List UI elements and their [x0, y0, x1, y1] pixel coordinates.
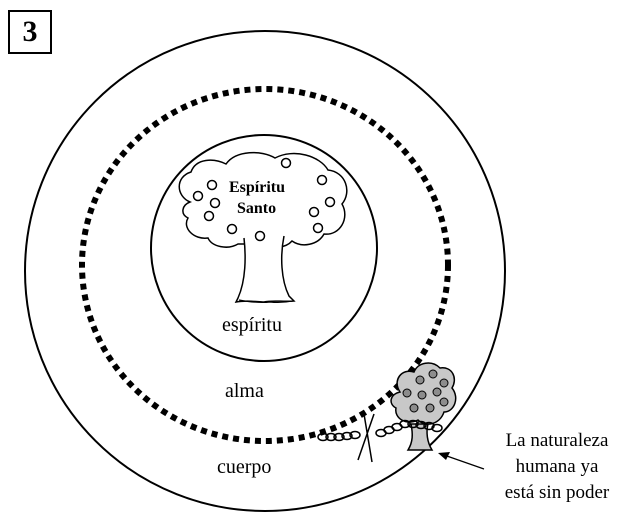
- label-alma: alma: [225, 380, 264, 402]
- arrowhead-icon: [438, 452, 450, 460]
- tree-canopy: [178, 151, 348, 249]
- broken-chain: [317, 413, 443, 463]
- spirit-circle: [150, 134, 378, 362]
- tree-roots: [238, 299, 293, 304]
- body-circle: [24, 30, 506, 512]
- holy-spirit-tree: [178, 151, 348, 304]
- tree-fruits: [192, 157, 336, 242]
- label-espiritu: espíritu: [222, 314, 282, 336]
- note-line-3: está sin poder: [504, 482, 610, 503]
- human-nature-tree: [390, 362, 457, 451]
- tree-label-line-1: Espíritu: [229, 179, 286, 196]
- diagram-number: 3: [8, 10, 52, 54]
- tree-label-line-2: Santo: [237, 200, 277, 217]
- label-cuerpo: cuerpo: [217, 456, 272, 478]
- note-line-2: humana ya: [515, 456, 599, 477]
- break-mark: [357, 413, 375, 461]
- human-nature-note: La naturaleza humana ya está sin poder: [482, 428, 632, 506]
- note-line-1: La naturaleza: [505, 430, 609, 451]
- note-arrow: [443, 454, 485, 470]
- soul-circle: [79, 86, 451, 444]
- small-tree-fruits: [402, 369, 449, 413]
